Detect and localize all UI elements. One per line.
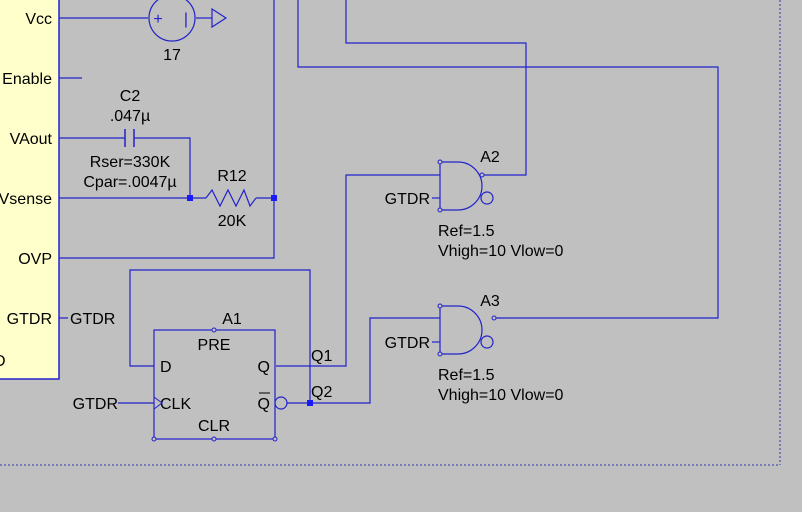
resistor-zigzag bbox=[205, 188, 257, 208]
a1-pin-q: Q bbox=[258, 359, 270, 376]
a1-pin-pre: PRE bbox=[198, 337, 231, 354]
a2-pin-icon bbox=[437, 159, 443, 165]
a3-name: A3 bbox=[480, 293, 500, 310]
and-gate-a2[interactable]: A2 Ref=1.5 Vhigh=10 Vlow=0 bbox=[437, 149, 564, 260]
c2-rser: Rser=330K bbox=[90, 154, 171, 171]
ic-block[interactable]: Vcc Enable VAout Vsense OVP GTDR D bbox=[0, 0, 60, 380]
a1-pin-clr: CLR bbox=[198, 418, 230, 435]
ic-pin-label-vcc: Vcc bbox=[25, 11, 52, 28]
a3-pin-icon bbox=[437, 351, 443, 357]
a1-pin-d: D bbox=[160, 359, 172, 376]
source-value: 17 bbox=[163, 47, 181, 64]
wire-a2-out[interactable] bbox=[345, 0, 527, 176]
wire-q2[interactable] bbox=[287, 317, 440, 404]
resistor-r12[interactable]: R12 20K bbox=[205, 168, 257, 230]
net-label-gtdr-a2: GTDR bbox=[385, 191, 430, 208]
ic-extra-label: D bbox=[0, 353, 6, 370]
a1-pin-qbar: Q bbox=[258, 396, 270, 413]
source-minus: | bbox=[184, 11, 188, 28]
a3-output-bubble-icon bbox=[480, 335, 494, 349]
a1-corner-pin-icon bbox=[272, 436, 278, 442]
net-label-q1: Q1 bbox=[311, 348, 332, 365]
a2-pin-icon bbox=[437, 207, 443, 213]
clr-pin-icon bbox=[211, 436, 217, 442]
wire-d-loop[interactable] bbox=[129, 269, 311, 403]
wire-q1[interactable] bbox=[276, 174, 440, 367]
a3-pin-icon bbox=[491, 315, 497, 321]
a3-ref: Ref=1.5 bbox=[438, 367, 495, 384]
a2-vhl: Vhigh=10 Vlow=0 bbox=[438, 243, 564, 260]
a2-name: A2 bbox=[480, 149, 500, 166]
voltage-source[interactable]: + | 17 bbox=[148, 0, 228, 64]
wire-ovp[interactable] bbox=[59, 0, 275, 259]
junction-dot bbox=[187, 195, 193, 201]
net-label-gtdr-a3: GTDR bbox=[385, 335, 430, 352]
and-gate-a3[interactable]: A3 Ref=1.5 Vhigh=10 Vlow=0 bbox=[437, 293, 564, 404]
wire-c2-right[interactable] bbox=[134, 137, 191, 198]
capacitor-c2[interactable]: C2 .047µ Rser=330K Cpar=.0047µ bbox=[83, 88, 176, 191]
pre-pin-icon bbox=[211, 327, 217, 333]
a2-output-bubble-icon bbox=[480, 191, 494, 205]
net-labels: GTDR GTDR GTDR GTDR Q1 Q2 bbox=[70, 191, 430, 413]
net-label-q2: Q2 bbox=[311, 384, 332, 401]
junction-dot bbox=[307, 400, 313, 406]
a2-pin-icon bbox=[479, 172, 485, 178]
clk-triangle-icon bbox=[153, 396, 163, 410]
source-arrow-icon bbox=[211, 7, 228, 29]
source-plus: + bbox=[153, 11, 162, 28]
net-label-gtdr-clk: GTDR bbox=[73, 396, 118, 413]
a3-pin-icon bbox=[437, 303, 443, 309]
ic-body bbox=[0, 0, 60, 380]
c2-name: C2 bbox=[120, 88, 141, 105]
wires[interactable] bbox=[59, 0, 719, 404]
ic-pin-label-vsense: Vsense bbox=[0, 191, 52, 208]
net-label-gtdr-ic: GTDR bbox=[70, 311, 115, 328]
ic-pin-label-enable: Enable bbox=[2, 71, 52, 88]
qbar-bubble-icon bbox=[274, 396, 288, 410]
flipflop-a1[interactable]: A1 PRE D Q Q CLK CLR bbox=[151, 311, 288, 442]
a1-pin-clk: CLK bbox=[160, 396, 191, 413]
a3-body bbox=[439, 305, 483, 355]
junctions bbox=[187, 195, 313, 406]
ic-pin-label-vaout: VAout bbox=[10, 131, 53, 148]
source-body bbox=[148, 0, 196, 42]
junction-dot bbox=[271, 195, 277, 201]
r12-name: R12 bbox=[217, 168, 246, 185]
c2-cpar: Cpar=.0047µ bbox=[83, 174, 176, 191]
ic-pin-label-gtdr: GTDR bbox=[7, 311, 52, 328]
a1-corner-pin-icon bbox=[151, 436, 157, 442]
c2-value: .047µ bbox=[110, 108, 150, 125]
wire-a3-out[interactable] bbox=[297, 0, 719, 319]
r12-value: 20K bbox=[218, 213, 247, 230]
ic-pin-label-ovp: OVP bbox=[18, 251, 52, 268]
a2-ref: Ref=1.5 bbox=[438, 223, 495, 240]
a2-body bbox=[439, 161, 483, 211]
a1-name: A1 bbox=[222, 311, 242, 328]
a3-vhl: Vhigh=10 Vlow=0 bbox=[438, 387, 564, 404]
sheet-border bbox=[0, 0, 781, 466]
